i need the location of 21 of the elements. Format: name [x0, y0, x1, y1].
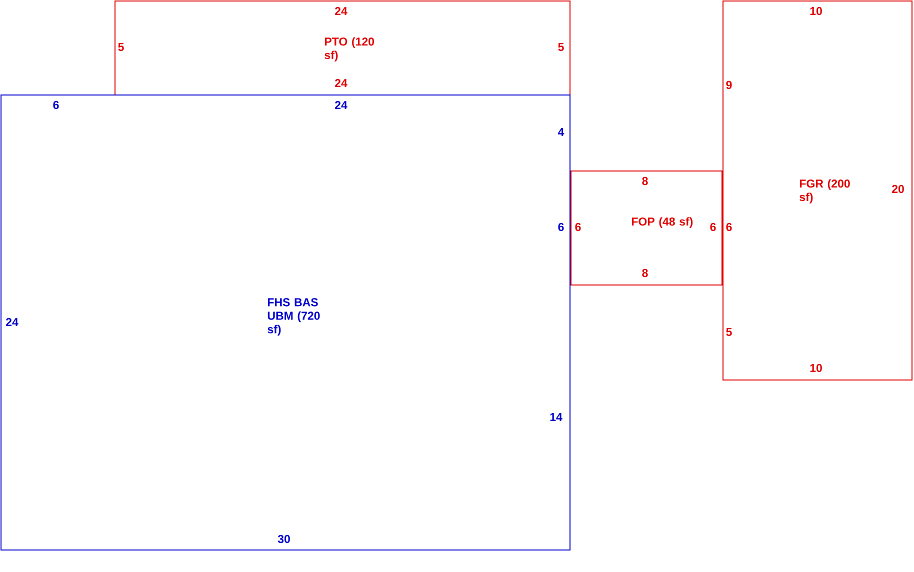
dimension-label: 14	[550, 413, 562, 421]
dimension-label: 24	[335, 100, 348, 109]
dimension-label: 10	[810, 6, 822, 16]
dimension-label: 6	[726, 222, 732, 232]
dimension-label: 24	[6, 318, 18, 326]
dimension-label: 30	[278, 534, 290, 544]
dimension-label: 8	[642, 268, 648, 278]
dimension-label: 6	[558, 222, 564, 232]
dimension-label: 20	[892, 184, 904, 194]
dimension-label: 8	[642, 176, 648, 186]
dimension-label: 4	[558, 128, 564, 136]
dimension-label: 5	[558, 42, 564, 51]
dimension-label: 10	[810, 364, 822, 372]
dimension-label: 9	[726, 80, 732, 90]
dimension-label: 5	[726, 328, 732, 336]
dimension-label: 6	[710, 222, 716, 232]
dimension-label: 6	[575, 222, 581, 232]
dimension-label: 24	[335, 78, 348, 87]
dimension-label: 5	[118, 42, 124, 51]
dimension-label: 24	[335, 6, 348, 15]
dimension-label: 6	[53, 100, 59, 110]
